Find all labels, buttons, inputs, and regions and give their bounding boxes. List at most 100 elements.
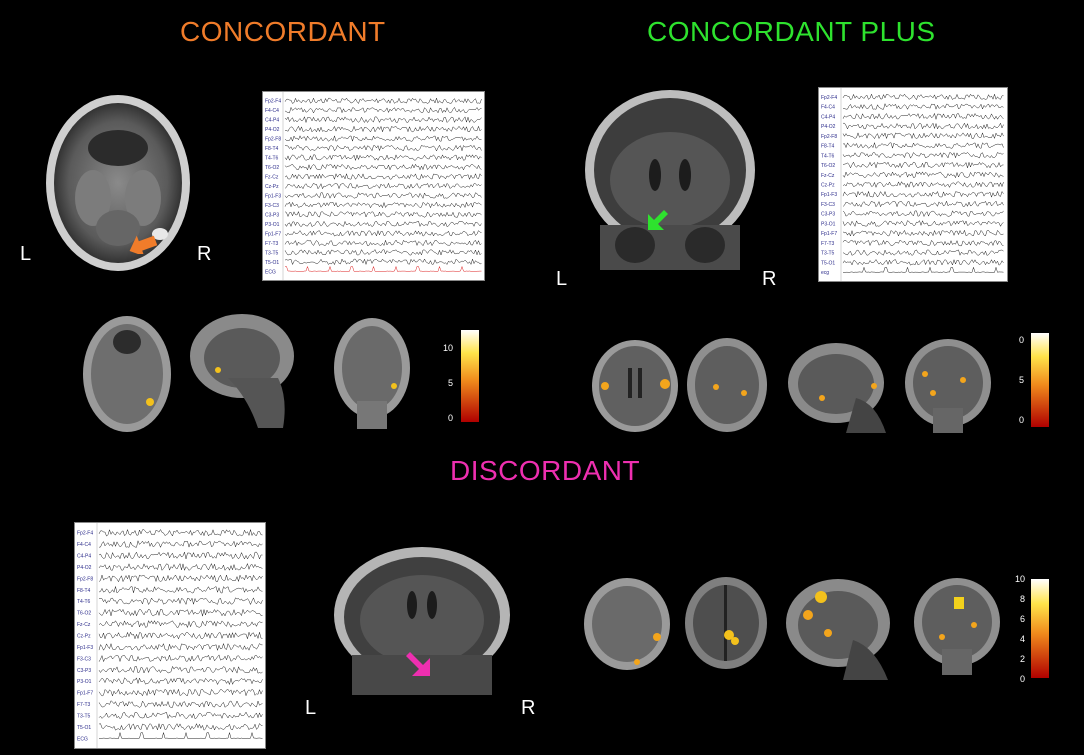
eeg-channel-label: T6-O2 — [77, 611, 91, 617]
eeg-channel-label: Fp2-F4 — [77, 531, 93, 537]
concordant-right-label: R — [197, 243, 212, 265]
concordant-cb-tick-bottom: 0 — [448, 413, 454, 423]
eeg-trace — [284, 97, 482, 105]
eeg-channel-label: ECG — [77, 736, 88, 742]
discordant-fmri-sagittal — [783, 575, 898, 680]
eeg-channel-label: ECG — [265, 269, 276, 275]
eeg-trace — [842, 249, 1004, 256]
green-arrow-icon — [646, 208, 670, 232]
eeg-channel-label: T4-T6 — [265, 156, 279, 162]
eeg-channel-label: C4-P4 — [77, 554, 91, 560]
discordant-fmri-axial-2 — [683, 575, 769, 671]
eeg-trace — [843, 122, 1004, 130]
eeg-trace — [284, 144, 482, 152]
eeg-trace — [842, 229, 1004, 237]
eeg-trace — [98, 597, 263, 606]
eeg-trace — [98, 711, 263, 720]
eeg-channel-label: F7-T3 — [77, 702, 91, 708]
discordant-coronal-mri — [332, 545, 512, 695]
eeg-trace — [842, 102, 1004, 110]
concordant-fmri-coronal — [332, 316, 412, 431]
eeg-channel-label: P3-O1 — [265, 222, 280, 228]
eeg-channel-label: Cz-Pz — [265, 184, 279, 190]
concordant-axial-mri — [38, 88, 198, 278]
eeg-channel-label: Fp2-F4 — [821, 95, 837, 101]
eeg-trace — [842, 171, 1004, 179]
eeg-trace — [98, 608, 263, 617]
eeg-channel-label: P4-O2 — [821, 124, 836, 130]
eeg-channel-label: Fp1-F7 — [77, 691, 93, 697]
eeg-channel-label: T3-T5 — [821, 251, 835, 257]
concordant-plus-fmri-sagittal — [786, 338, 896, 433]
eeg-channel-label: T5-O1 — [77, 725, 91, 731]
eeg-channel-label: F8-T4 — [821, 144, 835, 150]
eeg-channel-label: Fp2-F8 — [821, 134, 837, 140]
eeg-channel-label: P4-O2 — [77, 565, 92, 571]
eeg-channel-label: F7-T3 — [265, 241, 279, 247]
eeg-channel-label: F7-T3 — [821, 241, 835, 247]
eeg-channel-label: F8-T4 — [265, 146, 279, 152]
eeg-channel-label: C4-P4 — [265, 118, 279, 124]
eeg-trace — [98, 562, 263, 572]
eeg-trace — [284, 182, 482, 190]
concordant-plus-fmri-coronal — [903, 338, 993, 433]
concordant-plus-right-label: R — [762, 268, 777, 290]
discordant-colorbar — [1031, 579, 1049, 683]
eeg-trace — [284, 239, 482, 247]
eeg-channel-label: T6-O2 — [821, 163, 835, 169]
eeg-channel-label: Fz-Cz — [77, 622, 91, 628]
eeg-channel-label: Cz-Pz — [821, 183, 835, 189]
eeg-trace — [284, 201, 482, 209]
discordant-cb-tick-2: 2 — [1020, 654, 1026, 664]
eeg-channel-label: Fp2-F8 — [265, 137, 281, 143]
eeg-trace — [98, 722, 263, 731]
concordant-plus-fmri-axial-1 — [590, 338, 680, 433]
eeg-trace — [98, 586, 263, 594]
concordant-left-label: L — [20, 243, 32, 265]
orange-arrow-icon — [128, 232, 158, 254]
eeg-channel-label: T4-T6 — [77, 599, 91, 605]
eeg-trace — [284, 125, 482, 133]
eeg-channel-label: F4-C4 — [821, 105, 835, 111]
concordant-colorbar — [461, 330, 479, 427]
eeg-trace — [842, 258, 1004, 266]
eeg-trace — [842, 141, 1004, 150]
discordant-cb-tick-10: 10 — [1015, 574, 1026, 584]
eeg-trace — [842, 112, 1004, 121]
eeg-trace — [842, 181, 1004, 189]
eeg-trace — [284, 192, 482, 199]
eeg-trace — [842, 239, 1004, 247]
eeg-trace — [284, 135, 482, 142]
eeg-trace — [842, 266, 1004, 273]
eeg-trace — [842, 152, 1004, 159]
eeg-channel-label: Fz-Cz — [821, 173, 835, 179]
eeg-channel-label: Fp1-F3 — [77, 645, 93, 651]
eeg-trace — [284, 249, 482, 256]
eeg-trace — [842, 220, 1004, 227]
eeg-channel-label: Fp2-F8 — [77, 576, 93, 582]
eeg-channel-label: Fp1-F7 — [821, 231, 837, 237]
eeg-trace — [98, 620, 263, 629]
concordant-plus-cb-tick-bottom: 0 — [1019, 415, 1025, 425]
eeg-channel-label: ecg — [821, 270, 829, 276]
eeg-trace — [284, 154, 482, 162]
eeg-channel-label: F4-C4 — [77, 542, 91, 548]
eeg-channel-label: T6-O2 — [265, 165, 279, 171]
eeg-channel-label: Fp1-F3 — [821, 192, 837, 198]
eeg-trace — [842, 190, 1004, 198]
eeg-trace — [842, 93, 1004, 101]
eeg-trace — [842, 132, 1004, 140]
concordant-plus-title: CONCORDANT PLUS — [647, 16, 936, 47]
eeg-trace — [284, 116, 482, 124]
concordant-plus-coronal-mri — [580, 85, 760, 270]
eeg-channel-label: F3-C3 — [821, 202, 835, 208]
eeg-channel-label: P4-O2 — [265, 127, 280, 133]
discordant-fmri-axial-1 — [582, 577, 672, 672]
magenta-arrow-icon — [404, 650, 432, 678]
eeg-trace — [98, 677, 263, 686]
discordant-cb-tick-4: 4 — [1020, 634, 1026, 644]
eeg-trace — [285, 265, 482, 272]
